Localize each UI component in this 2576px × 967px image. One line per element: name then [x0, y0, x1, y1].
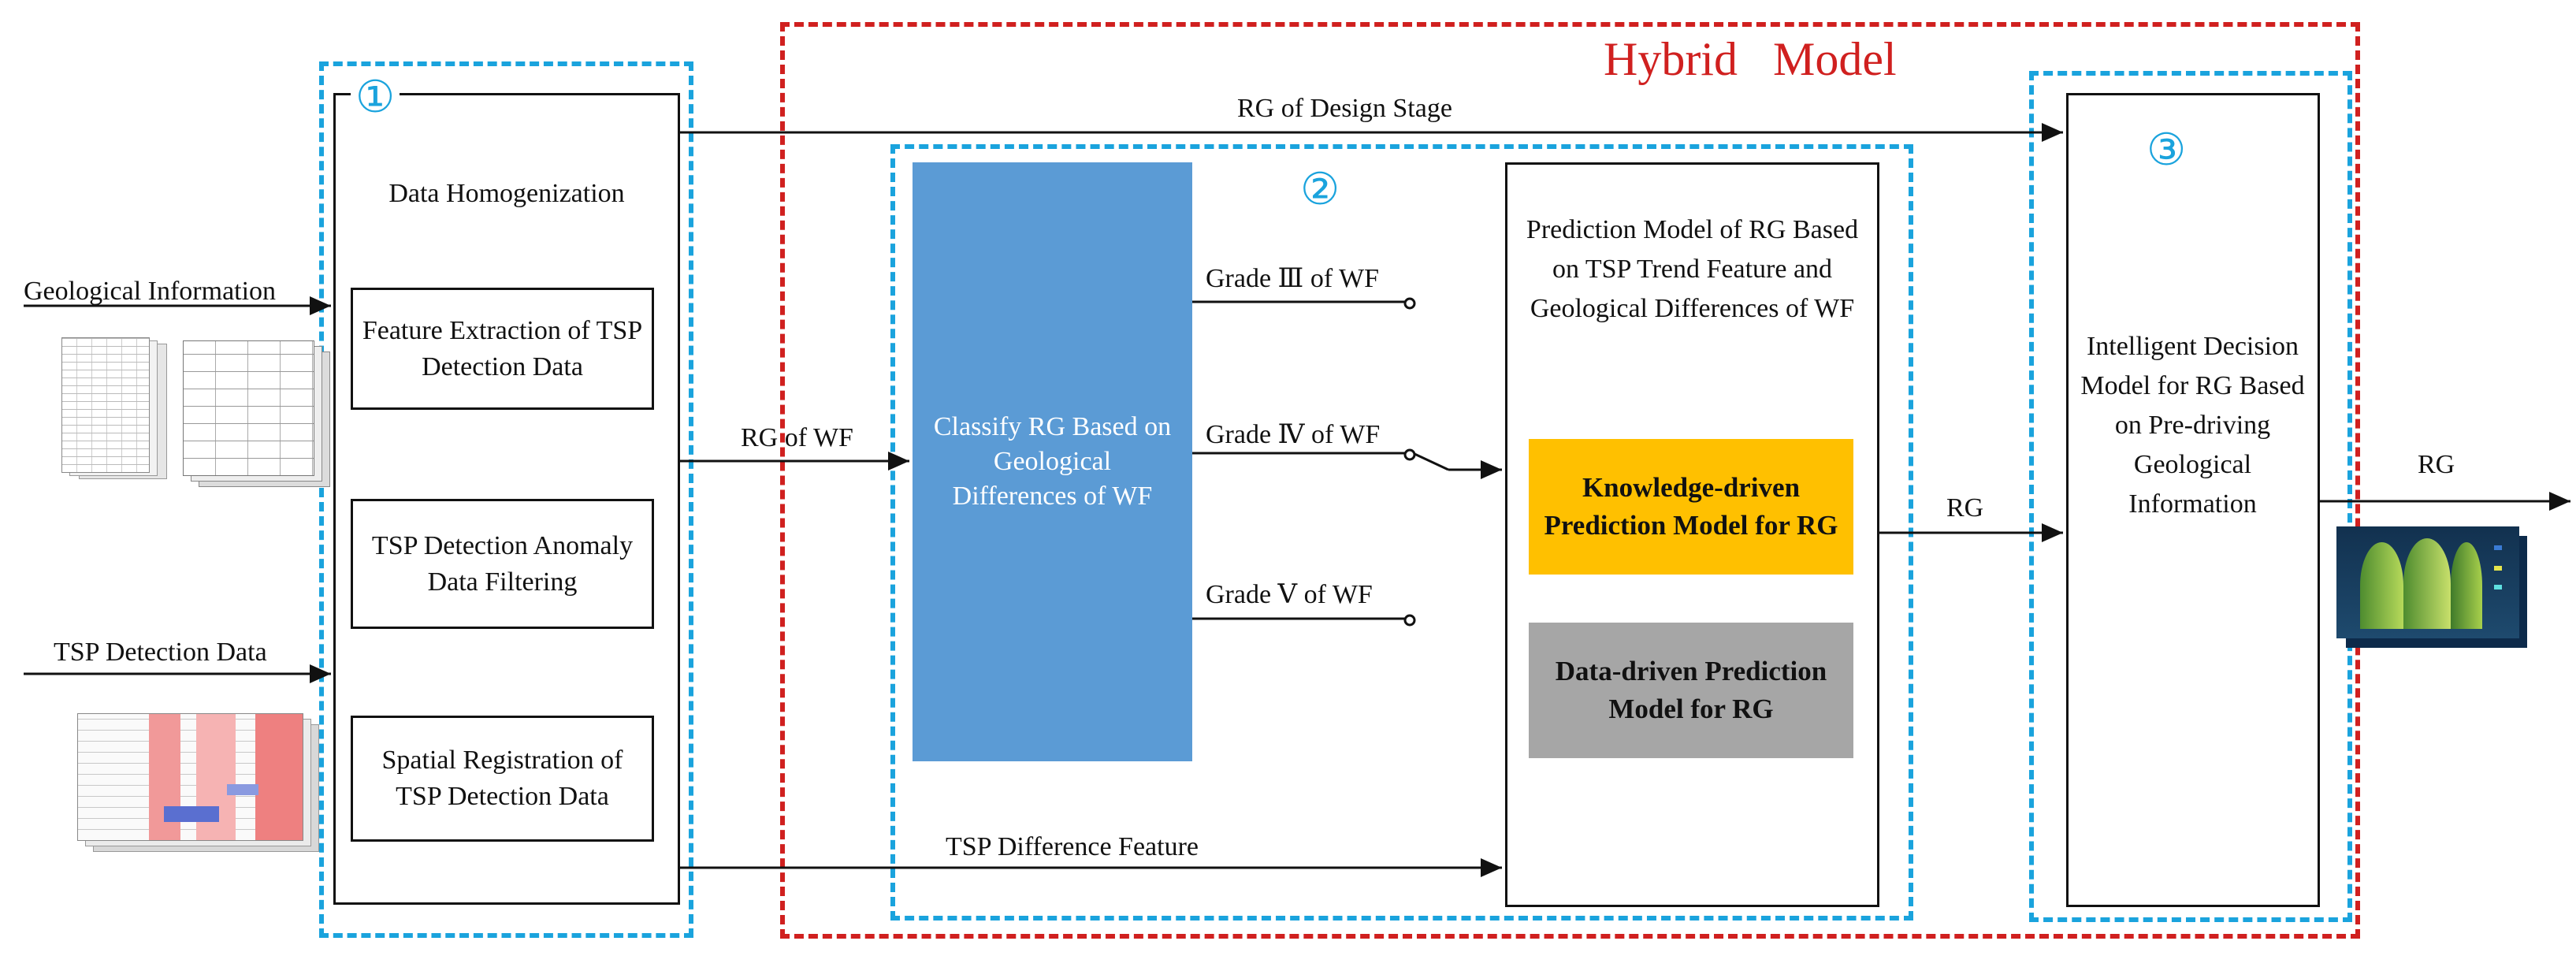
intelligent-decision-box: [2066, 93, 2320, 907]
classify-rg-box: Classify RG Based on Geological Differen…: [913, 162, 1192, 761]
rg-mid-label: RG: [1946, 493, 1984, 523]
feature-extraction-box: Feature Extraction of TSP Detection Data: [351, 288, 654, 410]
hybrid-model-frame: [780, 22, 2360, 939]
grade-5-terminal: [1403, 614, 1416, 627]
rg-of-wf-label: RG of WF: [741, 423, 853, 452]
grade-5-label: Grade Ⅴ of WF: [1206, 580, 1373, 609]
grade-4-terminal: [1403, 448, 1416, 461]
geological-information-label: Geological Information: [24, 277, 277, 306]
knowledge-driven-model-box: Knowledge-driven Prediction Model for RG: [1529, 439, 1853, 575]
prediction-model-title: Prediction Model of RG Based on TSP Tren…: [1526, 215, 1859, 323]
tsp-difference-feature-label: TSP Difference Feature: [946, 832, 1199, 861]
stage1-frame: [319, 61, 693, 938]
data-homogenization-label: Data Homogenization: [388, 179, 625, 208]
grade-switch: [1412, 452, 1449, 471]
rg-output-chart-image: [2336, 526, 2527, 648]
grade-3-terminal: [1403, 297, 1416, 310]
data-driven-model-box: Data-driven Prediction Model for RG: [1529, 623, 1853, 758]
geological-table-image: [183, 340, 330, 487]
rg-output-label: RG: [2418, 450, 2455, 479]
spatial-registration-box: Spatial Registration of TSP Detection Da…: [351, 716, 654, 842]
geological-document-image: [61, 337, 167, 479]
intelligent-decision-label: Intelligent Decision Model for RG Based …: [2080, 332, 2305, 519]
hybrid-model-title: Hybrid Model: [1604, 33, 1897, 85]
grade-4-label: Grade Ⅳ of WF: [1206, 420, 1381, 449]
grade-3-label: Grade Ⅲ of WF: [1206, 264, 1380, 293]
stage3-frame: [2029, 71, 2352, 922]
section-number-1: ①: [351, 76, 400, 120]
section-number-3: ③: [2147, 125, 2187, 176]
rg-design-stage-label: RG of Design Stage: [1237, 94, 1452, 123]
section-number-2: ②: [1300, 164, 1340, 215]
anomaly-filtering-box: TSP Detection Anomaly Data Filtering: [351, 499, 654, 629]
tsp-data-image: [77, 713, 319, 852]
tsp-detection-data-label: TSP Detection Data: [54, 638, 267, 667]
